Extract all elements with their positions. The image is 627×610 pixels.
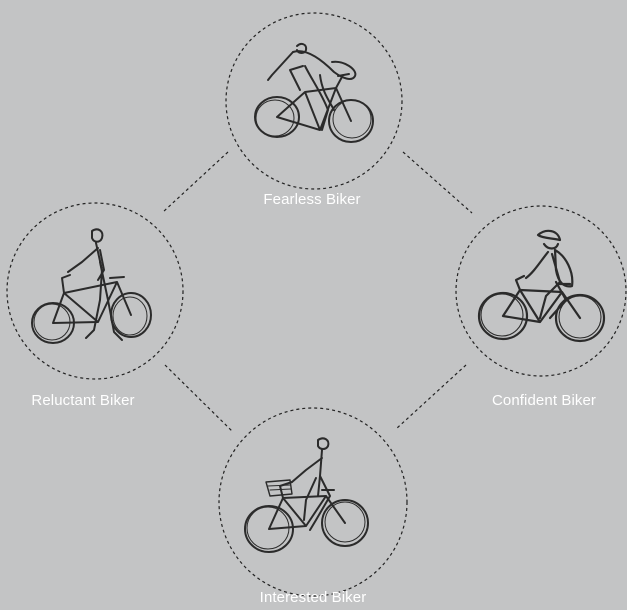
node-circle-confident[interactable] [455, 205, 627, 377]
node-label-reluctant: Reluctant Biker [31, 392, 135, 409]
node-label-confident: Confident Biker [491, 392, 597, 409]
node-label-interested: Interested Biker [259, 589, 367, 606]
connector-fearless-reluctant [162, 151, 229, 213]
cyclist-racing-icon [254, 42, 374, 143]
node-circle-interested[interactable] [218, 407, 408, 597]
connector-confident-interested [395, 364, 467, 430]
cyclist-helmet-icon [477, 229, 606, 343]
connector-fearless-confident [402, 151, 473, 214]
connector-reluctant-interested [164, 364, 234, 433]
node-circle-reluctant[interactable] [6, 202, 184, 380]
node-label-fearless: Fearless Biker [263, 191, 361, 208]
cyclist-basket-icon [244, 437, 369, 553]
node-circle-fearless[interactable] [225, 12, 403, 190]
person-walking-bike-icon [31, 228, 152, 344]
